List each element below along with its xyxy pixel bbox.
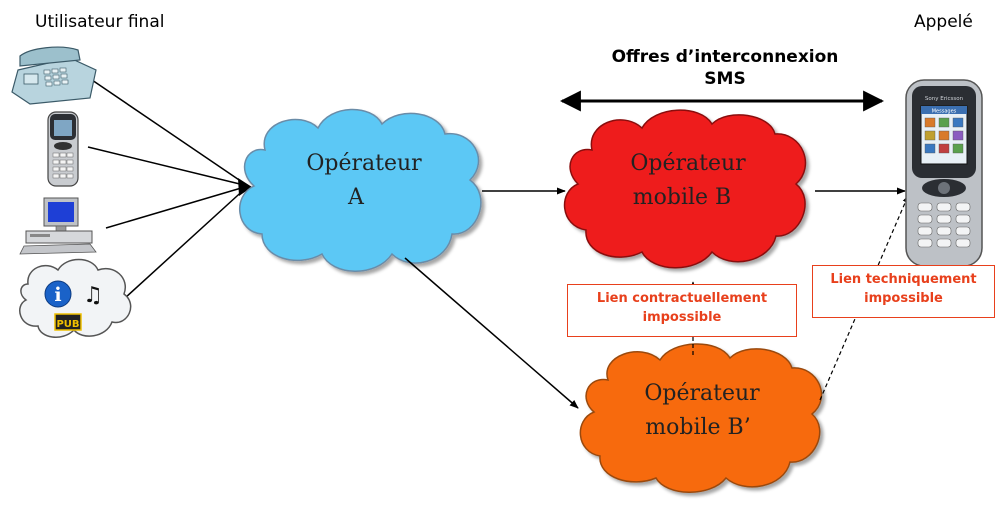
phone-screen-title: Messages: [932, 109, 957, 115]
sony-ericsson-phone-icon: Sony Ericsson Messages: [905, 79, 983, 267]
phone-brand-text: Sony Ericsson: [925, 96, 964, 102]
technical-note-line-1: Lien techniquement: [830, 272, 977, 287]
converge-arrowhead: [238, 178, 252, 196]
mobile-b-line-1: Opérateur: [630, 151, 746, 176]
heading-line-1: Offres d’interconnexion: [611, 47, 839, 67]
info-music-pub-icon: i ♫ PUB: [19, 258, 132, 338]
device-links: [87, 79, 249, 299]
computer-icon: [19, 197, 97, 255]
mobile-phone-icon: [47, 111, 79, 187]
mobile-b-prime-line-2: mobile B’: [645, 415, 750, 440]
end-user-label: Utilisateur final: [35, 12, 165, 32]
heading-line-2: SMS: [704, 69, 746, 89]
a-to-b-prime-arrow: [404, 257, 579, 409]
contract-impossible-note: Lien contractuellement impossible: [567, 284, 797, 337]
mobile-b-line-2: mobile B: [633, 185, 731, 210]
mobile-b-prime-line-1: Opérateur: [644, 381, 760, 406]
operator-a-cloud: [239, 108, 482, 272]
technical-impossible-note: Lien techniquement impossible: [812, 265, 995, 318]
technical-dashed-link: [819, 195, 909, 401]
svg-text:♫: ♫: [83, 283, 103, 308]
called-party-label: Appelé: [914, 12, 973, 32]
contract-note-line-2: impossible: [642, 310, 722, 325]
operator-a-line-2: A: [347, 185, 365, 210]
operator-mobile-b-prime-cloud: [579, 343, 823, 493]
technical-note-line-2: impossible: [864, 291, 943, 306]
operator-mobile-b-cloud: [563, 109, 807, 269]
svg-text:i: i: [54, 284, 61, 306]
pub-badge-text: PUB: [56, 319, 79, 330]
operator-a-line-1: Opérateur: [306, 151, 422, 176]
desk-phone-icon: [11, 46, 97, 105]
interconnection-heading: Offres d’interconnexion SMS: [560, 46, 890, 90]
contract-note-line-1: Lien contractuellement: [596, 291, 768, 306]
